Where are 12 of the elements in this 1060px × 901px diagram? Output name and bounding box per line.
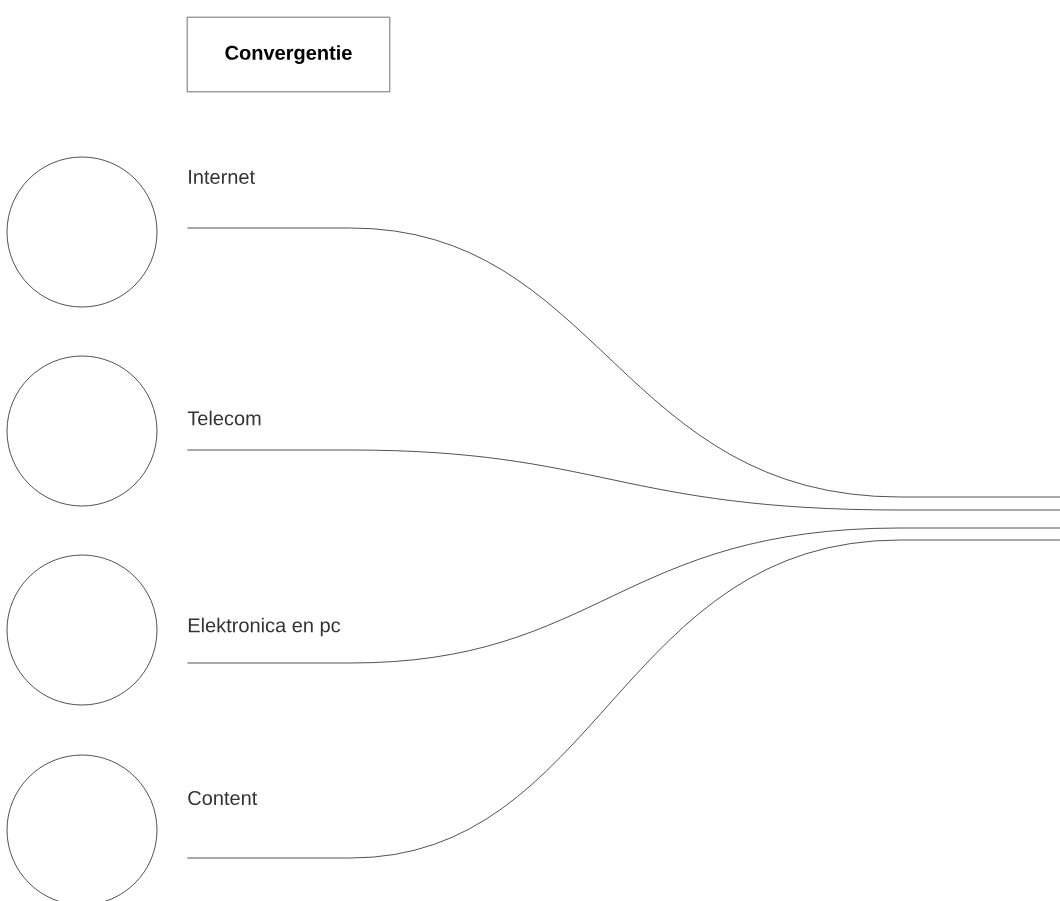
circle [6, 156, 158, 308]
label: Elektronica en pc [188, 617, 341, 637]
label: Content [188, 790, 258, 806]
curve-line [187, 449, 1060, 511]
label: Internet [189, 170, 255, 184]
label: Telecom [187, 410, 261, 426]
curve-line [187, 227, 1060, 498]
title-box: Convergentie [186, 16, 391, 93]
curve-line [187, 539, 1060, 859]
circle [6, 355, 158, 507]
curve-line [187, 527, 1060, 664]
circle [6, 554, 158, 706]
